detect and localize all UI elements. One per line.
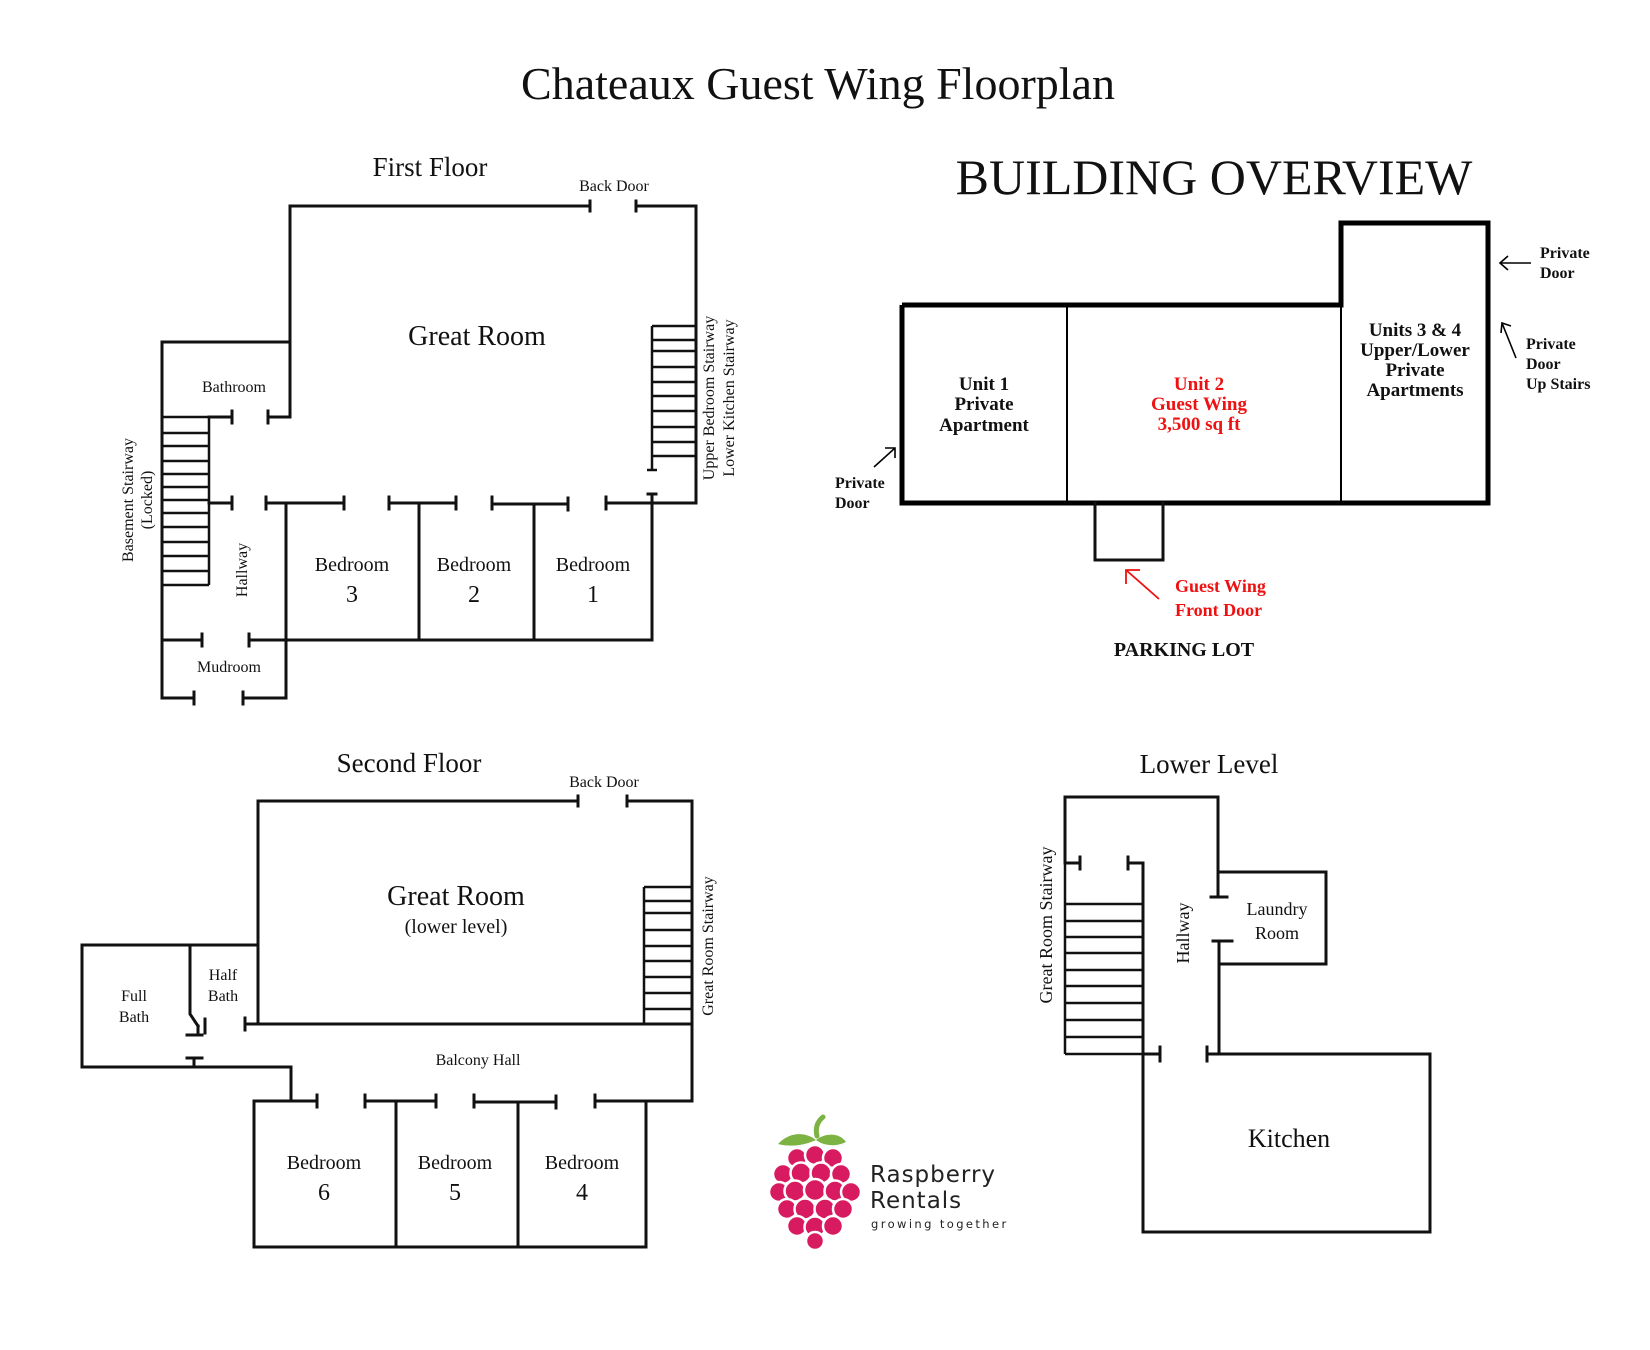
units-3-4[interactable]: Units 3 & 4 Upper/Lower Private Apartmen… xyxy=(1360,320,1470,401)
bedroom-3-number: 3 xyxy=(346,582,358,608)
great-room-stairway-label: Great Room Stairway xyxy=(1036,847,1056,1004)
laundry-room-wall xyxy=(1216,870,1328,966)
laundry-room-label: Laundry xyxy=(1247,899,1308,919)
page-title: Chateaux Guest Wing Floorplan xyxy=(521,58,1115,109)
raspberry-rentals-logo: Raspberry Rentals growing together xyxy=(767,1114,1009,1252)
units-3-4-label: Upper/Lower xyxy=(1360,340,1470,361)
second-floor-plan: Second Floor Back Door Full Bath Half Ba… xyxy=(80,748,717,1249)
units-3-4-label: Apartments xyxy=(1366,380,1463,401)
first-floor-plan: First Floor Back Door Bathroom xyxy=(120,152,738,706)
lower-level-wall xyxy=(1063,795,1220,899)
kitchen-wall xyxy=(1141,1052,1432,1234)
half-bath-label: Half xyxy=(209,967,238,984)
lower-level-heading: Lower Level xyxy=(1140,749,1279,779)
bathroom-label: Bathroom xyxy=(202,379,267,396)
front-porch xyxy=(1093,501,1165,562)
bedroom-4-number: 4 xyxy=(576,1180,588,1206)
lower-kitchen-stairway-label: Lower Kitchen Stairway xyxy=(721,319,738,476)
great-room-label: Great Room xyxy=(387,881,525,912)
units-3-4-label: Private xyxy=(1385,360,1444,381)
hallway-label: Hallway xyxy=(1173,903,1193,964)
arrow-left-icon xyxy=(1498,255,1531,271)
half-bath-label: Bath xyxy=(208,988,238,1005)
right-private-door-label: Door xyxy=(1540,265,1575,282)
first-floor-back-door-label: Back Door xyxy=(579,178,649,195)
unit-1-label: Unit 1 xyxy=(959,374,1009,395)
bath-divider xyxy=(188,943,201,1029)
parking-lot-label: PARKING LOT xyxy=(1114,639,1255,661)
full-bath-label: Bath xyxy=(119,1009,149,1026)
bedroom-row-outline xyxy=(252,1099,648,1249)
unit-2-label: Guest Wing xyxy=(1151,394,1247,415)
great-room-sublabel: (lower level) xyxy=(405,916,508,938)
mudroom-label: Mudroom xyxy=(197,659,262,676)
basement-stairway xyxy=(162,415,211,587)
second-floor-heading: Second Floor xyxy=(337,748,482,778)
private-door-up-stairs-label: Private xyxy=(1526,336,1576,353)
bedroom-3-label: Bedroom xyxy=(315,554,390,576)
bedroom-2-number: 2 xyxy=(468,582,480,608)
guest-wing-front-door-label: Guest Wing xyxy=(1175,576,1266,596)
lower-level-plan: Lower Level Great Room Stairway Hallway … xyxy=(1036,749,1432,1234)
second-floor-wall xyxy=(243,799,580,1026)
private-door-up-stairs-label: Door xyxy=(1526,356,1561,373)
right-private-door-label: Private xyxy=(1540,245,1590,262)
bedroom-1-label: Bedroom xyxy=(556,554,631,576)
great-room-stairway xyxy=(1063,863,1143,1056)
brand-name: Raspberry xyxy=(870,1162,996,1188)
bedroom-4-label: Bedroom xyxy=(545,1152,620,1174)
front-door-arrow-icon xyxy=(1125,569,1160,600)
first-floor-wall xyxy=(634,204,698,505)
basement-stairway-label: Basement Stairway xyxy=(120,438,137,562)
left-private-door-label: Door xyxy=(835,495,870,512)
unit-2-label: Unit 2 xyxy=(1174,374,1224,395)
first-floor-heading: First Floor xyxy=(373,152,488,182)
left-private-door-label: Private xyxy=(835,475,885,492)
balcony-hall-label: Balcony Hall xyxy=(436,1052,521,1069)
second-floor-wall xyxy=(625,799,694,1103)
bedroom-5-label: Bedroom xyxy=(418,1152,493,1174)
second-floor-back-door-label: Back Door xyxy=(569,774,639,791)
arrow-up-icon xyxy=(1500,321,1517,359)
brand-tagline: growing together xyxy=(871,1217,1009,1231)
arrow-icon xyxy=(873,447,896,468)
bedroom-2-label: Bedroom xyxy=(437,554,512,576)
units-3-4-label: Units 3 & 4 xyxy=(1369,320,1462,341)
upper-bedroom-stairway xyxy=(647,324,696,472)
bedroom-6-number: 6 xyxy=(318,1180,330,1206)
basement-locked-label: (Locked) xyxy=(139,471,156,530)
first-floor-wall xyxy=(266,204,592,419)
unit-2-sqft: 3,500 sq ft xyxy=(1158,414,1242,435)
unit-2[interactable]: Unit 2 Guest Wing 3,500 sq ft xyxy=(1151,374,1247,435)
unit-1[interactable]: Unit 1 Private Apartment xyxy=(939,374,1029,436)
hallway-label: Hallway xyxy=(234,543,251,597)
great-room-label: Great Room xyxy=(408,321,546,352)
hallway-left-wall xyxy=(1126,861,1162,1056)
bathroom-wall xyxy=(160,340,292,700)
building-overview: BUILDING OVERVIEW Unit 1 Private Apartme… xyxy=(835,149,1590,661)
guest-wing-front-door-label: Front Door xyxy=(1175,600,1262,620)
private-door-up-stairs-label: Up Stairs xyxy=(1526,376,1590,393)
bath-wall xyxy=(80,943,293,1103)
unit-1-label: Private xyxy=(954,394,1013,415)
full-bath-label: Full xyxy=(121,988,147,1005)
bedroom-6-label: Bedroom xyxy=(287,1152,362,1174)
laundry-room-label: Room xyxy=(1255,923,1299,943)
bedroom-5-number: 5 xyxy=(449,1180,461,1206)
unit-1-label: Apartment xyxy=(939,415,1029,436)
great-room-stairway-label: Great Room Stairway xyxy=(700,876,717,1016)
kitchen-label: Kitchen xyxy=(1248,1124,1330,1153)
great-room-stairway xyxy=(642,885,692,1024)
bedroom-1-number: 1 xyxy=(587,582,599,608)
raspberry-icon xyxy=(767,1114,863,1252)
upper-bedroom-stairway-label: Upper Bedroom Stairway xyxy=(701,316,718,480)
brand-name: Rentals xyxy=(870,1188,962,1214)
building-overview-heading: BUILDING OVERVIEW xyxy=(956,149,1474,205)
